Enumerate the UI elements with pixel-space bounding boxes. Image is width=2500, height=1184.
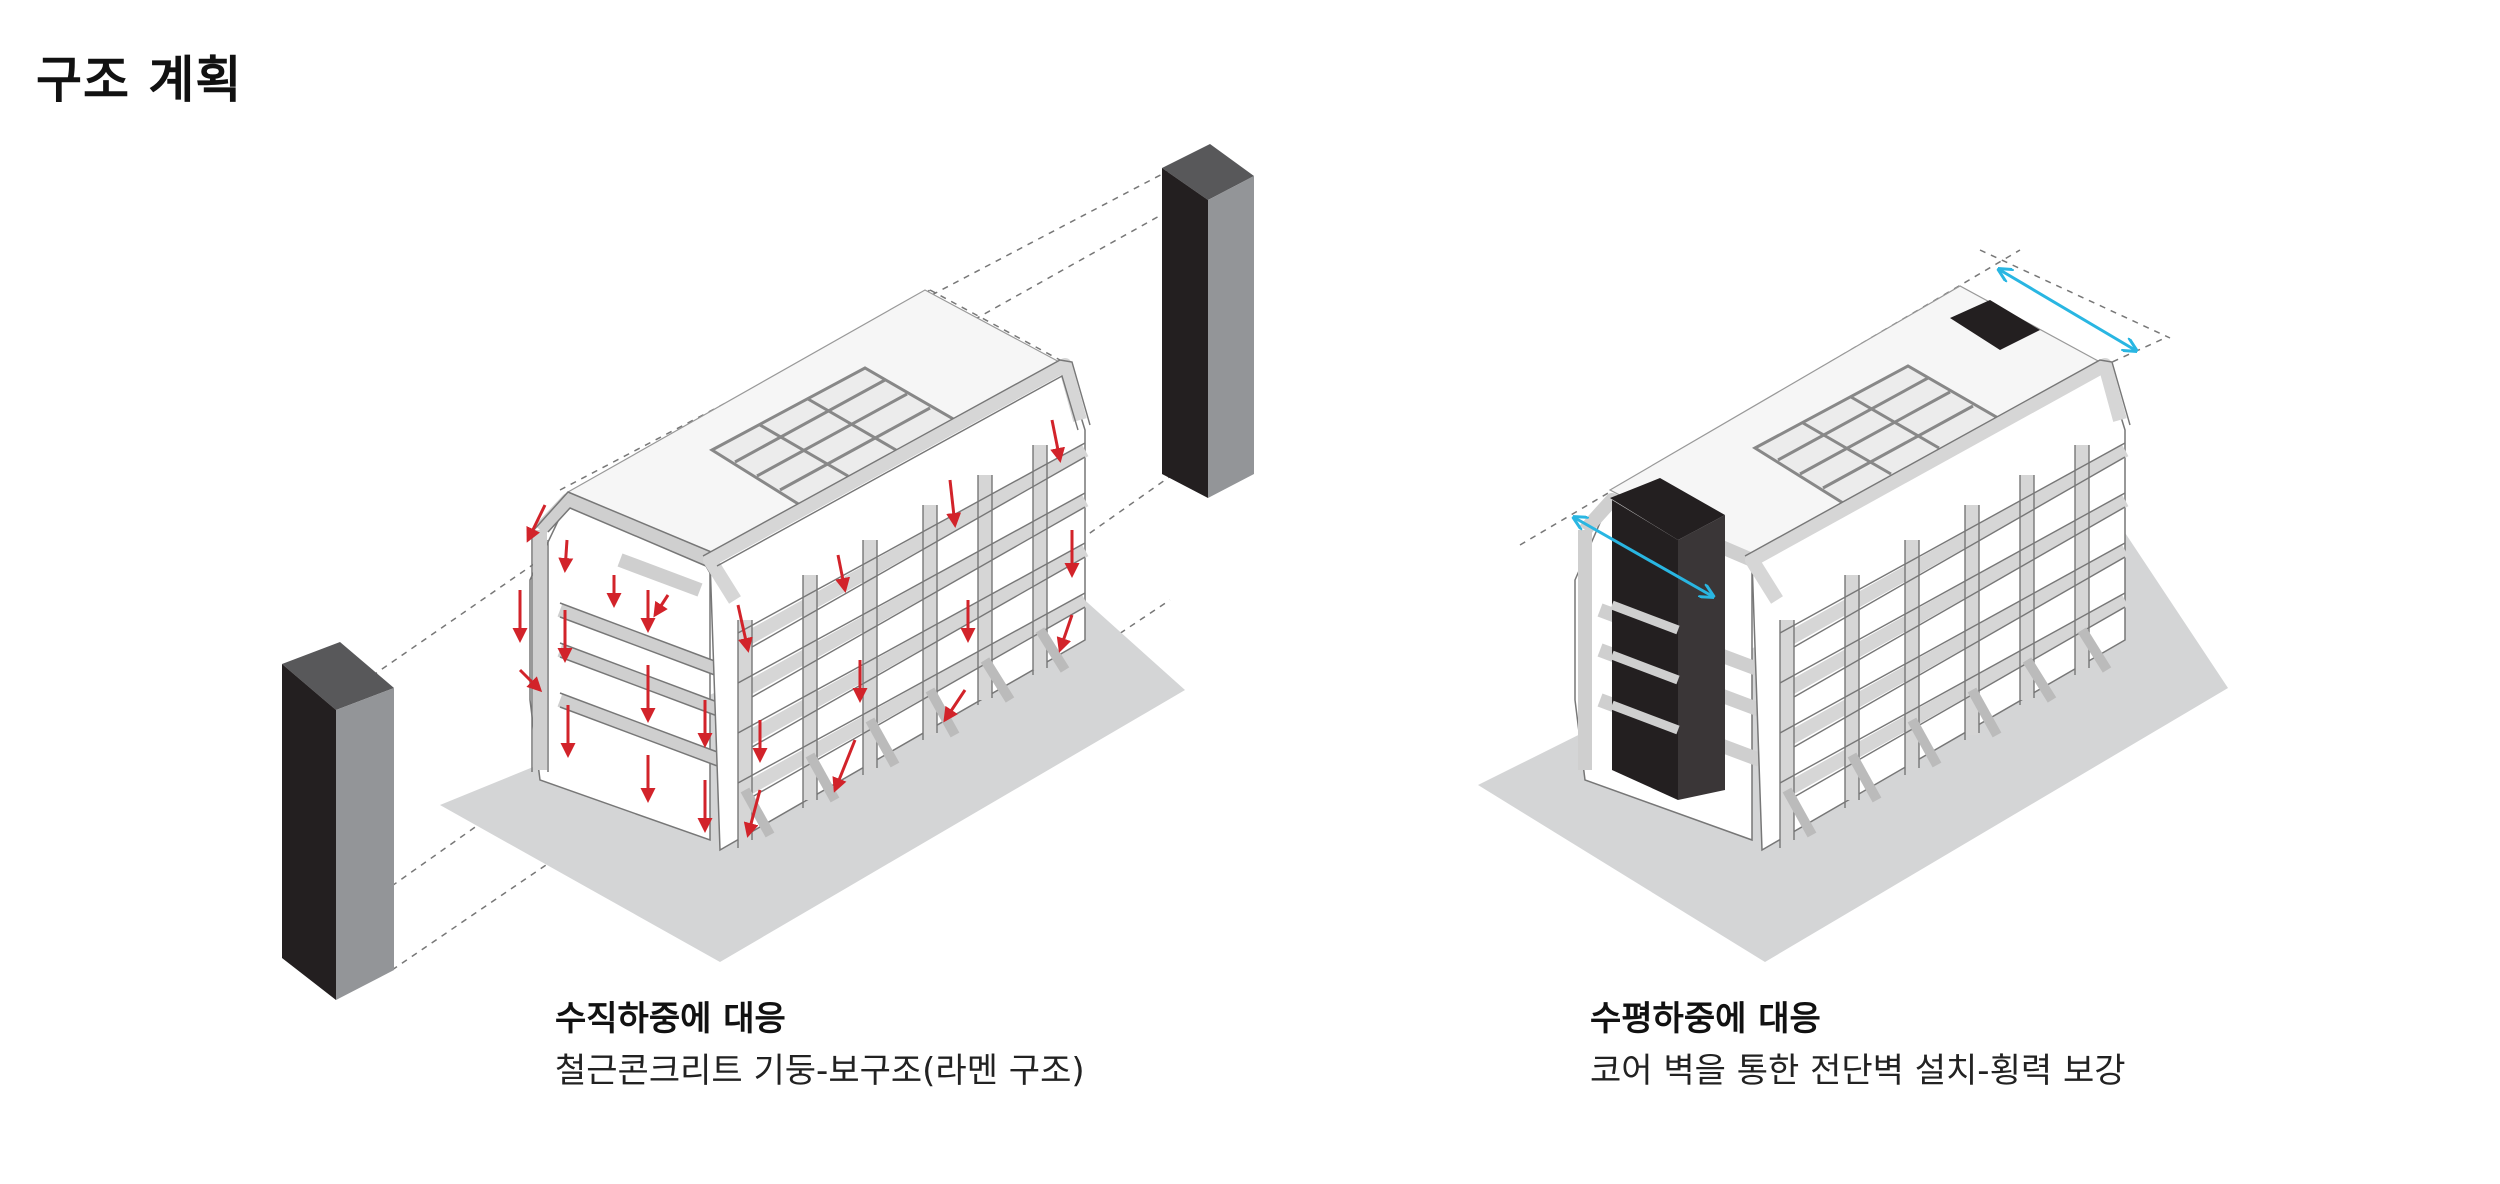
down-arrow-icon: [653, 594, 670, 618]
long-facade-frame: [702, 358, 1091, 852]
down-arrow-icon: [1056, 614, 1074, 653]
core-column-right: [1162, 144, 1254, 498]
lateral-load-heading: 수평하중에 대응: [1590, 999, 1821, 1039]
shear-core-wall: [1610, 478, 1725, 800]
long-facade-frame: [1744, 358, 2131, 852]
down-arrow-icon: [835, 554, 851, 593]
lateral-span-arrows: [1575, 270, 2135, 596]
down-arrow-icon: [832, 739, 857, 793]
page-title: 구조 계획: [36, 51, 243, 109]
down-arrow-icon: [743, 789, 762, 838]
lateral-load-caption: 수평하중에 대응 코어 벽을 통한 전단벽 설치-횡력 보강: [1590, 995, 2126, 1099]
down-arrow-icon: [943, 689, 967, 723]
vertical-load-caption: 수직하중에 대응 철근콘크리트 기둥-보구조(라멘 구조): [555, 995, 1085, 1099]
double-arrow-icon: [2000, 270, 2135, 350]
down-arrow-icon: [518, 668, 543, 693]
vertical-load-diagram: [282, 144, 1254, 1000]
down-arrow-icon: [946, 479, 962, 528]
down-arrow-icon: [526, 504, 547, 543]
down-arrow-icon: [736, 604, 753, 653]
down-arrow-icon: [558, 539, 574, 573]
lateral-load-description: 코어 벽을 통한 전단벽 설치-횡력 보강: [1590, 1051, 2126, 1091]
vertical-load-heading: 수직하중에 대응: [555, 999, 786, 1039]
core-column-left: [282, 642, 394, 1000]
double-arrow-icon: [1575, 518, 1712, 596]
vertical-load-description: 철근콘크리트 기둥-보구조(라멘 구조): [555, 1051, 1085, 1091]
gable-end-frame: [529, 491, 749, 842]
vertical-load-arrows: [512, 419, 1080, 838]
down-arrow-icon: [1050, 419, 1066, 463]
lateral-load-diagram: [1478, 249, 2228, 962]
